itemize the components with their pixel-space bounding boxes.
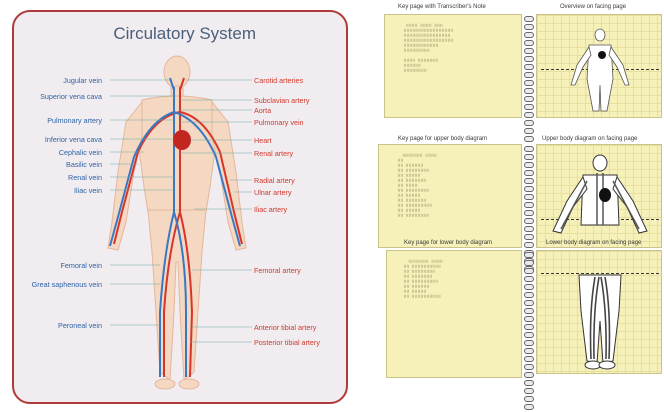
circulatory-poster: Circulatory System (12, 10, 348, 404)
page-overview (536, 14, 662, 118)
label-carotid-arteries: Carotid arteries (254, 76, 303, 85)
label-jugular-vein: Jugular vein (63, 76, 102, 85)
overview-figure (537, 15, 662, 118)
caption-key-lower: Key page for lower body diagram (404, 240, 492, 246)
label-renal-vein: Renal vein (68, 173, 102, 182)
caption-lower-diagram: Lower body diagram on facing page (546, 240, 641, 246)
label-subclavian-artery: Subclavian artery (254, 96, 310, 105)
caption-overview: Overview on facing page (560, 4, 626, 10)
upper-body-figure (537, 145, 662, 248)
spiral-binding-1 (524, 16, 534, 144)
label-pulmonary-artery: Pulmonary artery (47, 116, 102, 125)
page-key-lower: ⠿⠿⠿⠿⠿⠿⠿ ⠿⠿⠿⠿ ⠿⠿ ⠿⠿⠿⠿⠿⠿⠿⠿⠿⠿ ⠿⠿ ⠿⠿⠿⠿⠿⠿⠿⠿ ⠿… (386, 250, 522, 378)
label-peroneal-vein: Peroneal vein (58, 321, 102, 330)
label-femoral-artery: Femoral artery (254, 266, 301, 275)
page-upper-diagram (536, 144, 662, 248)
page-key-upper: ⠿⠿⠿⠿⠿⠿⠿ ⠿⠿⠿⠿ ⠿⠿ ⠿⠿ ⠿⠿⠿⠿⠿⠿ ⠿⠿ ⠿⠿⠿⠿⠿⠿⠿⠿ ⠿⠿… (378, 144, 522, 248)
label-ulnar-artery: Ulnar artery (254, 188, 292, 197)
page-lower-diagram (536, 250, 662, 374)
label-iliac-artery: Iliac artery (254, 205, 287, 214)
label-anterior-tibial-artery: Anterior tibial artery (254, 323, 316, 332)
caption-key-transcriber: Key page with Transcriber's Note (398, 4, 486, 10)
label-cephalic-vein: Cephalic vein (59, 148, 102, 157)
heart-shape (173, 130, 191, 150)
label-radial-artery: Radial artery (254, 176, 295, 185)
label-posterior-tibial-artery: Posterior tibial artery (254, 338, 320, 347)
label-renal-artery: Renal artery (254, 149, 293, 158)
label-heart: Heart (254, 136, 272, 145)
label-great-saphenous-vein: Great saphenous vein (32, 280, 102, 289)
spiral-binding-3 (524, 252, 534, 412)
label-iliac-vein: Iliac vein (74, 186, 102, 195)
label-femoral-vein: Femoral vein (60, 261, 102, 270)
label-inferior-vena-cava: Inferior vena cava (45, 135, 102, 144)
label-pulmonary-vein: Pulmonary vein (254, 118, 304, 127)
label-aorta: Aorta (254, 106, 271, 115)
label-basilic-vein: Basilic vein (66, 160, 102, 169)
caption-key-upper: Key page for upper body diagram (398, 136, 487, 142)
label-superior-vena-cava: Superior vena cava (40, 92, 102, 101)
caption-upper-diagram: Upper body diagram on facing page (542, 136, 637, 142)
lower-body-figure (537, 251, 662, 374)
page-key-transcriber: ⠿⠿⠿⠿ ⠿⠿⠿⠿ ⠿⠿⠿ ⠿⠿⠿⠿⠿⠿⠿⠿⠿⠿⠿⠿⠿⠿⠿⠿⠿ ⠿⠿⠿⠿⠿⠿⠿⠿… (384, 14, 522, 118)
